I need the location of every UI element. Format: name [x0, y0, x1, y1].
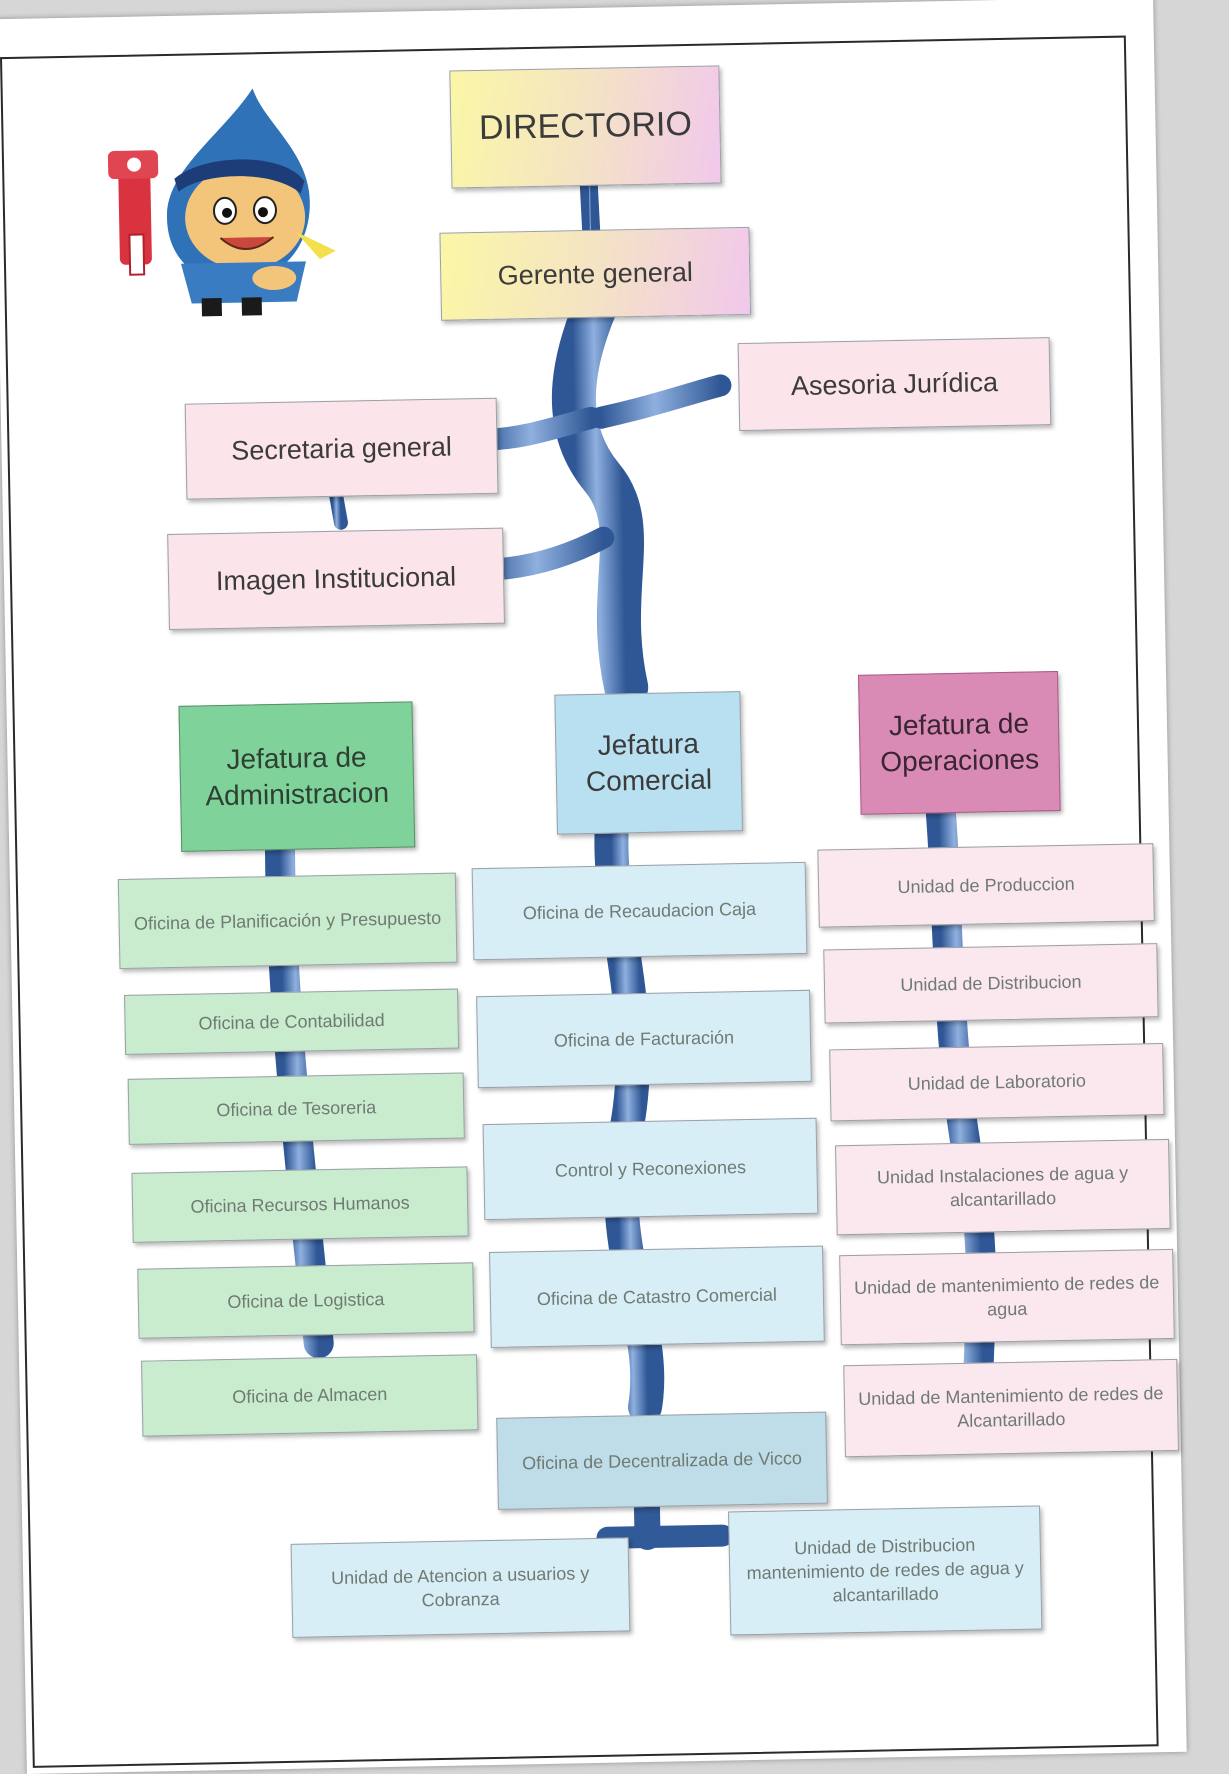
secretaria-label: Secretaria general: [230, 431, 453, 466]
operaciones-item-produccion: Unidad de Produccion: [817, 843, 1155, 928]
box-asesoria-juridica: Asesoria Jurídica: [737, 337, 1052, 432]
admin-item-label: Oficina de Tesoreria: [216, 1096, 377, 1121]
comercial-item-facturacion: Oficina de Facturación: [476, 989, 812, 1089]
imagen-label: Imagen Institucional: [215, 561, 457, 596]
jefatura-operaciones-line1: Jefatura de: [888, 707, 1030, 741]
comercial-item-decentralizada: Oficina de Decentralizada de Vicco: [496, 1411, 828, 1510]
box-directorio: DIRECTORIO: [449, 65, 722, 189]
jefatura-operaciones-header: Jefatura de Operaciones: [858, 670, 1061, 815]
operaciones-item-instalaciones: Unidad Instalaciones de agua y alcantari…: [835, 1138, 1171, 1236]
water-drop-mascot-icon: [107, 88, 336, 317]
directorio-label: DIRECTORIO: [478, 104, 693, 148]
admin-item-contabilidad: Oficina de Contabilidad: [124, 988, 460, 1055]
operaciones-item-distribucion: Unidad de Distribucion: [823, 943, 1159, 1024]
operaciones-item-label: Unidad Instalaciones de agua y alcantari…: [876, 1162, 1129, 1211]
admin-item-almacen: Oficina de Almacen: [141, 1354, 479, 1437]
admin-item-logistica: Oficina de Logistica: [137, 1262, 475, 1339]
jefatura-administracion-line1: Jefatura de: [226, 740, 367, 775]
jefatura-administracion-header: Jefatura de Administracion: [178, 701, 416, 852]
jefatura-operaciones-line2: Operaciones: [879, 743, 1040, 778]
operaciones-item-label: Unidad de Distribucion: [900, 971, 1082, 995]
gerente-label: Gerente general: [497, 256, 694, 291]
jefatura-comercial-line2: Comercial: [585, 763, 713, 798]
box-imagen-institucional: Imagen Institucional: [167, 527, 505, 631]
comercial-item-control-reconexiones: Control y Reconexiones: [482, 1117, 819, 1221]
operaciones-item-laboratorio: Unidad de Laboratorio: [829, 1043, 1165, 1122]
jefatura-comercial-header: Jefatura Comercial: [554, 691, 743, 835]
comercial-item-label: Oficina de Catastro Comercial: [536, 1284, 778, 1309]
box-secretaria-general: Secretaria general: [184, 397, 499, 500]
comercial-item-catastro: Oficina de Catastro Comercial: [489, 1245, 825, 1348]
bottom-distribucion-label: Unidad de Distribucion mantenimiento de …: [746, 1534, 1024, 1606]
bottom-atencion-usuarios: Unidad de Atencion a usuarios y Cobranza: [290, 1537, 631, 1638]
admin-item-recursos-humanos: Oficina Recursos Humanos: [131, 1166, 469, 1243]
admin-item-label: Oficina de Contabilidad: [198, 1009, 385, 1034]
operaciones-item-label: Unidad de mantenimiento de redes de agua: [853, 1271, 1160, 1320]
admin-item-label: Oficina de Planificación y Presupuesto: [133, 907, 442, 934]
admin-item-planificacion: Oficina de Planificación y Presupuesto: [117, 872, 458, 970]
comercial-item-label: Control y Reconexiones: [554, 1156, 747, 1181]
jefatura-administracion-line2: Administracion: [205, 776, 390, 812]
comercial-item-label: Oficina de Facturación: [553, 1027, 735, 1051]
box-gerente-general: Gerente general: [439, 226, 752, 321]
admin-item-label: Oficina de Logistica: [227, 1288, 385, 1312]
asesoria-label: Asesoria Jurídica: [790, 366, 999, 401]
comercial-item-label: Oficina de Recaudacion Caja: [522, 898, 757, 924]
operaciones-item-label: Unidad de Laboratorio: [907, 1070, 1087, 1094]
operaciones-item-mant-agua: Unidad de mantenimiento de redes de agua: [839, 1248, 1175, 1346]
document-sheet: DIRECTORIO Gerente general Asesoria Jurí…: [0, 0, 1187, 1774]
jefatura-comercial-line1: Jefatura: [597, 727, 700, 761]
comercial-item-recaudacion: Oficina de Recaudacion Caja: [471, 861, 808, 961]
operaciones-item-mant-alcantarillado: Unidad de Mantenimiento de redes de Alca…: [843, 1358, 1179, 1458]
operaciones-item-label: Unidad de Produccion: [897, 873, 1075, 897]
operaciones-item-label: Unidad de Mantenimiento de redes de Alca…: [858, 1382, 1164, 1432]
admin-item-tesoreria: Oficina de Tesoreria: [127, 1072, 465, 1145]
admin-item-label: Oficina de Almacen: [232, 1383, 388, 1407]
bottom-distribucion-mantenimiento: Unidad de Distribucion mantenimiento de …: [728, 1505, 1043, 1636]
admin-item-label: Oficina Recursos Humanos: [190, 1192, 410, 1217]
comercial-item-label: Oficina de Decentralizada de Vicco: [521, 1447, 803, 1474]
bottom-atencion-label: Unidad de Atencion a usuarios y Cobranza: [330, 1562, 590, 1611]
